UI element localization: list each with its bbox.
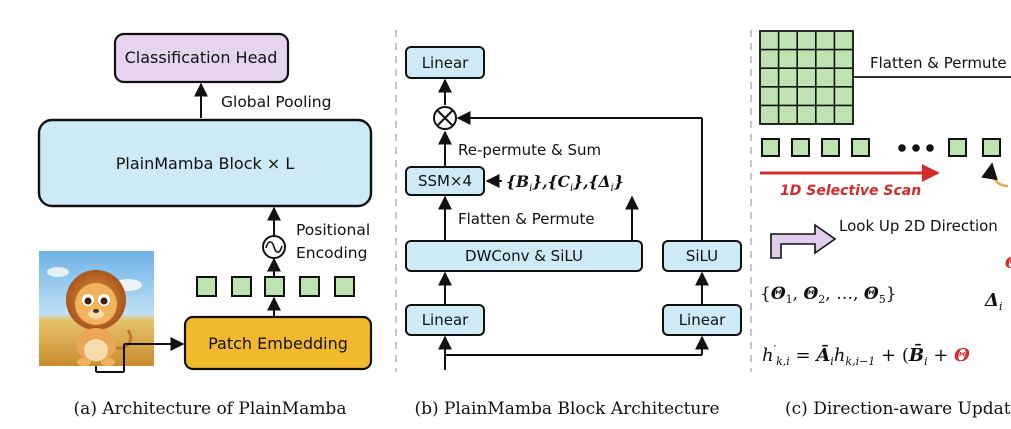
lookup-arrow-icon: [770, 223, 837, 259]
plainmamba-block-label: PlainMamba Block × L: [116, 154, 295, 173]
panel-a: Classification Head Global Pooling Plain…: [37, 32, 373, 419]
token-row-c: [761, 138, 1001, 157]
positional-label: Positional: [296, 221, 370, 239]
token: [196, 276, 217, 297]
lookup-label: Look Up 2D Direction: [839, 217, 998, 235]
classification-head-box: [113, 32, 290, 84]
linear-right-label: Linear: [679, 311, 726, 329]
token: [299, 276, 320, 297]
token: [948, 138, 967, 157]
token: [231, 276, 252, 297]
token: [264, 276, 285, 297]
repermute-sum-label: Re-permute & Sum: [458, 141, 601, 159]
silu-box: [662, 240, 742, 272]
patch-grid: [759, 30, 854, 125]
ssm-label: SSM×4: [418, 172, 472, 190]
update-equation: h′k,i = Āihk,i−1 + (B̄i + Θ: [762, 343, 970, 368]
dwconv-label: DWConv & SiLU: [465, 247, 583, 265]
encoding-label: Encoding: [296, 244, 367, 262]
linear-top-label: Linear: [422, 54, 469, 72]
panel-c: Flatten & Permute 1D Selective Scan Look…: [759, 30, 1011, 419]
panel-b: Linear Re-permute & Sum SSM×4 {Bi},{Ci},…: [405, 46, 742, 419]
silu-label: SiLU: [686, 247, 718, 265]
patch-embedding-label: Patch Embedding: [208, 334, 348, 353]
caption-c: (c) Direction-aware Updat: [785, 399, 1011, 419]
linear-left-box: [405, 304, 485, 336]
token: [851, 138, 870, 157]
token: [761, 138, 780, 157]
flatten-permute-c-label: Flatten & Permute: [870, 54, 1007, 72]
ssm-params-label: {Bi},{Ci},{Δi}: [506, 172, 624, 194]
token: [334, 276, 355, 297]
selective-scan-label: 1D Selective Scan: [780, 183, 921, 199]
input-image: [39, 251, 154, 366]
plainmamba-block-box: [37, 118, 373, 208]
token-row-a: [196, 276, 355, 297]
classification-head-label: Classification Head: [125, 48, 278, 67]
token: [982, 138, 1001, 157]
token: [791, 138, 810, 157]
caption-a: (a) Architecture of PlainMamba: [74, 399, 347, 419]
token: [821, 138, 840, 157]
caption-b: (b) PlainMamba Block Architecture: [414, 399, 719, 419]
lookup-fragment-red: Θ: [1005, 253, 1011, 272]
delta-label: Δi: [984, 290, 1003, 313]
flatten-permute-b-label: Flatten & Permute: [458, 210, 595, 228]
curved-orange-arrow: [981, 162, 1009, 188]
dwconv-box: [405, 240, 643, 272]
theta-set-label: {Θ1, Θ2, …, Θ5}: [760, 284, 897, 306]
linear-left-label: Linear: [422, 311, 469, 329]
linear-right-box: [662, 304, 742, 336]
ssm-box: [405, 166, 485, 196]
global-pooling-label: Global Pooling: [221, 93, 331, 111]
linear-top-box: [405, 46, 485, 79]
patch-embedding-box: [183, 315, 373, 371]
